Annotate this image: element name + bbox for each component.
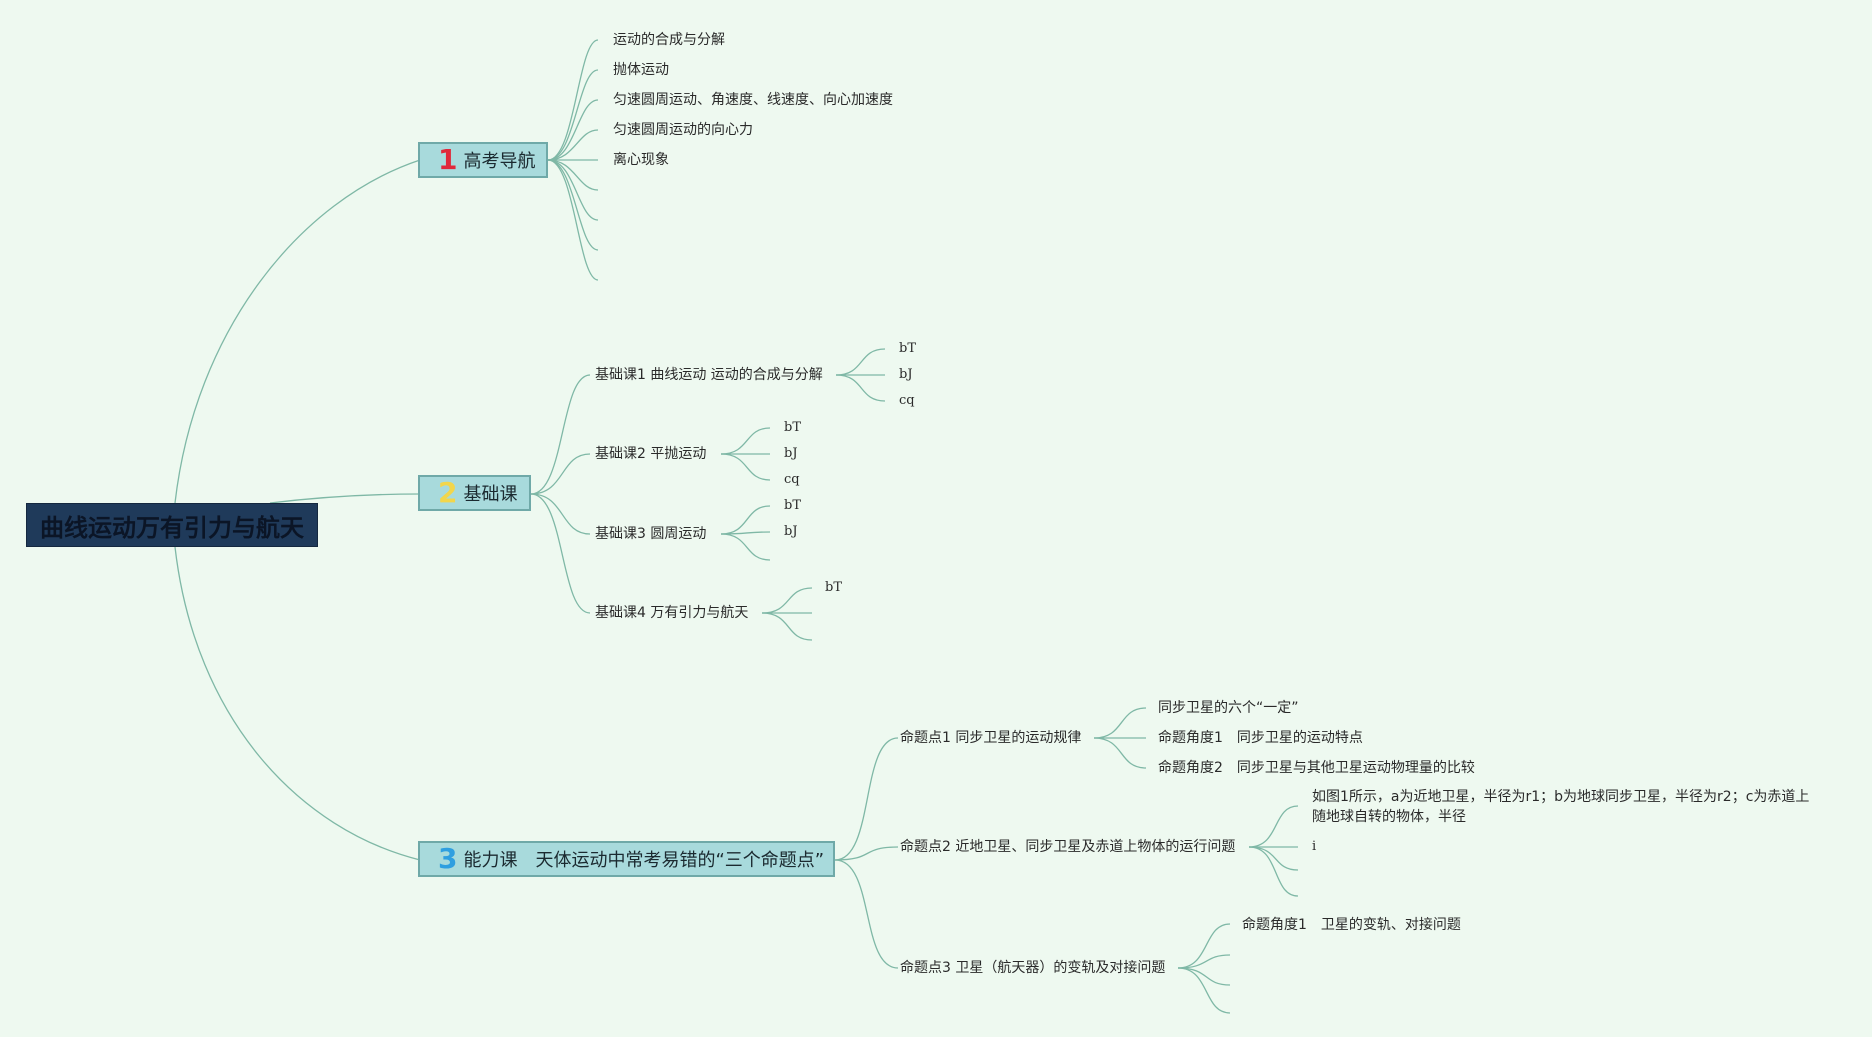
leaf-item[interactable]: bT: [825, 580, 842, 595]
branch-node-3[interactable]: 3 能力课 天体运动中常考易错的“三个命题点”: [418, 841, 835, 877]
branch-number-2: 2: [438, 476, 458, 509]
root-title: 曲线运动万有引力与航天: [40, 513, 304, 542]
branch-number-3: 3: [438, 842, 458, 875]
subtopic-item[interactable]: 命题点3 卫星（航天器）的变轨及对接问题: [900, 960, 1166, 976]
leaf-item[interactable]: i: [1312, 839, 1317, 854]
leaf-item[interactable]: 如图1所示，a为近地卫星，半径为r1；b为地球同步卫星，半径为r2；c为赤道上随…: [1312, 789, 1810, 825]
subtopic-item[interactable]: 基础课4 万有引力与航天: [595, 605, 749, 621]
subtopic-item[interactable]: 基础课2 平抛运动: [595, 446, 707, 462]
branch-node-2[interactable]: 2 基础课: [418, 475, 531, 511]
subtopic-item[interactable]: 基础课3 圆周运动: [595, 526, 707, 542]
leaf-item[interactable]: bJ: [899, 367, 913, 382]
leaf-item[interactable]: 同步卫星的六个“一定”: [1158, 700, 1299, 716]
leaf-item[interactable]: 命题角度1 卫星的变轨、对接问题: [1242, 917, 1461, 933]
branch-label-3: 能力课 天体运动中常考易错的“三个命题点”: [463, 850, 825, 871]
leaf-item[interactable]: cq: [899, 393, 915, 408]
leaf-item[interactable]: 命题角度1 同步卫星的运动特点: [1158, 730, 1363, 746]
leaf-item[interactable]: 匀速圆周运动、角速度、线速度、向心加速度: [613, 92, 893, 108]
branch-node-1[interactable]: 1 高考导航: [418, 142, 548, 178]
subtopic-item[interactable]: 命题点1 同步卫星的运动规律: [900, 730, 1082, 746]
leaf-item[interactable]: 命题角度2 同步卫星与其他卫星运动物理量的比较: [1158, 760, 1475, 776]
subtopic-item[interactable]: 基础课1 曲线运动 运动的合成与分解: [595, 367, 823, 383]
leaf-item[interactable]: 离心现象: [613, 152, 669, 168]
leaf-item[interactable]: cq: [784, 472, 800, 487]
leaf-item[interactable]: bJ: [784, 446, 798, 461]
leaf-item[interactable]: bT: [784, 420, 801, 435]
leaf-item[interactable]: bT: [899, 341, 916, 356]
branch-label-1: 高考导航: [463, 151, 536, 172]
root-node[interactable]: 曲线运动万有引力与航天: [26, 503, 318, 547]
branch-number-1: 1: [438, 143, 458, 176]
leaf-item[interactable]: bJ: [784, 524, 798, 539]
leaf-item[interactable]: 匀速圆周运动的向心力: [613, 122, 753, 138]
leaf-item[interactable]: 抛体运动: [613, 62, 669, 78]
leaf-item[interactable]: 运动的合成与分解: [613, 32, 725, 48]
leaf-item[interactable]: bT: [784, 498, 801, 513]
branch-label-2: 基础课: [463, 484, 518, 505]
subtopic-item[interactable]: 命题点2 近地卫星、同步卫星及赤道上物体的运行问题: [900, 839, 1236, 855]
